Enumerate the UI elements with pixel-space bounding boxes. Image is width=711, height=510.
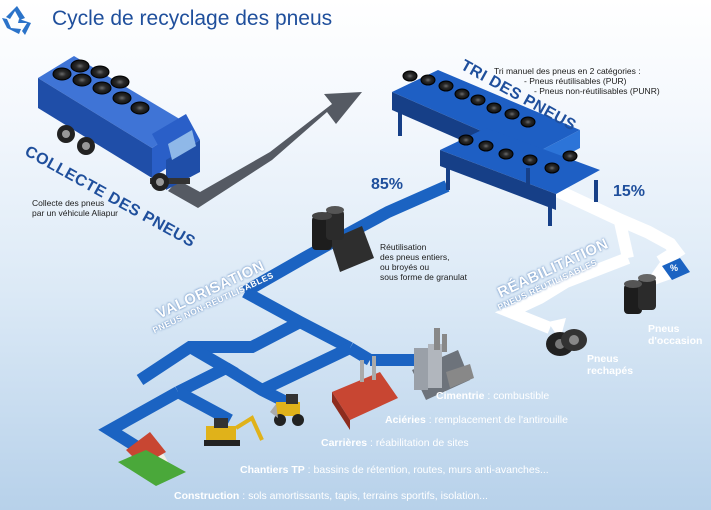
valorisation-percent: 85% (371, 176, 404, 193)
excavator-icon (204, 415, 264, 446)
use-carrieres: Carrières : réabilitation de sites (321, 437, 469, 449)
rehabilitation-percent: 15% (613, 183, 646, 200)
loader-icon (270, 394, 304, 426)
page-title: Cycle de recyclage des pneus (52, 7, 333, 30)
tire-stack-icon (312, 206, 374, 272)
retreaded-tires-icon (546, 329, 587, 356)
use-chantiers-tp: Chantiers TP : bassins de rétention, rou… (240, 464, 549, 476)
use-construction: Construction : sols amortissants, tapis,… (174, 490, 488, 502)
use-acieries: Aciéries : remplacement de l'antirouille (385, 414, 568, 426)
valorisation-description: Réutilisation des pneus entiers, ou broy… (380, 242, 467, 282)
rehabilitation-arrow (494, 184, 686, 340)
factory-icon (412, 328, 474, 400)
percent-badge-icon (662, 258, 690, 280)
tri-description: Tri manuel des pneus en 2 catégories : -… (494, 66, 660, 96)
used-tires-icon (624, 274, 656, 314)
retreaded-tires-label: Pneus rechapés (587, 353, 634, 377)
truck-icon (38, 56, 200, 191)
collecte-description: Collecte des pneus par un véhicule Aliap… (32, 198, 119, 218)
collect-to-sort-arrow (168, 92, 362, 208)
steelworks-icon (332, 356, 398, 430)
use-cimentrie: Cimentrie : combustible (436, 390, 550, 402)
percent-badge-text: % (670, 263, 679, 273)
recycle-icon (2, 6, 31, 35)
sorting-tires (402, 70, 578, 174)
house-icon (118, 432, 186, 486)
used-tires-label: Pneus d'occasion (648, 323, 703, 347)
